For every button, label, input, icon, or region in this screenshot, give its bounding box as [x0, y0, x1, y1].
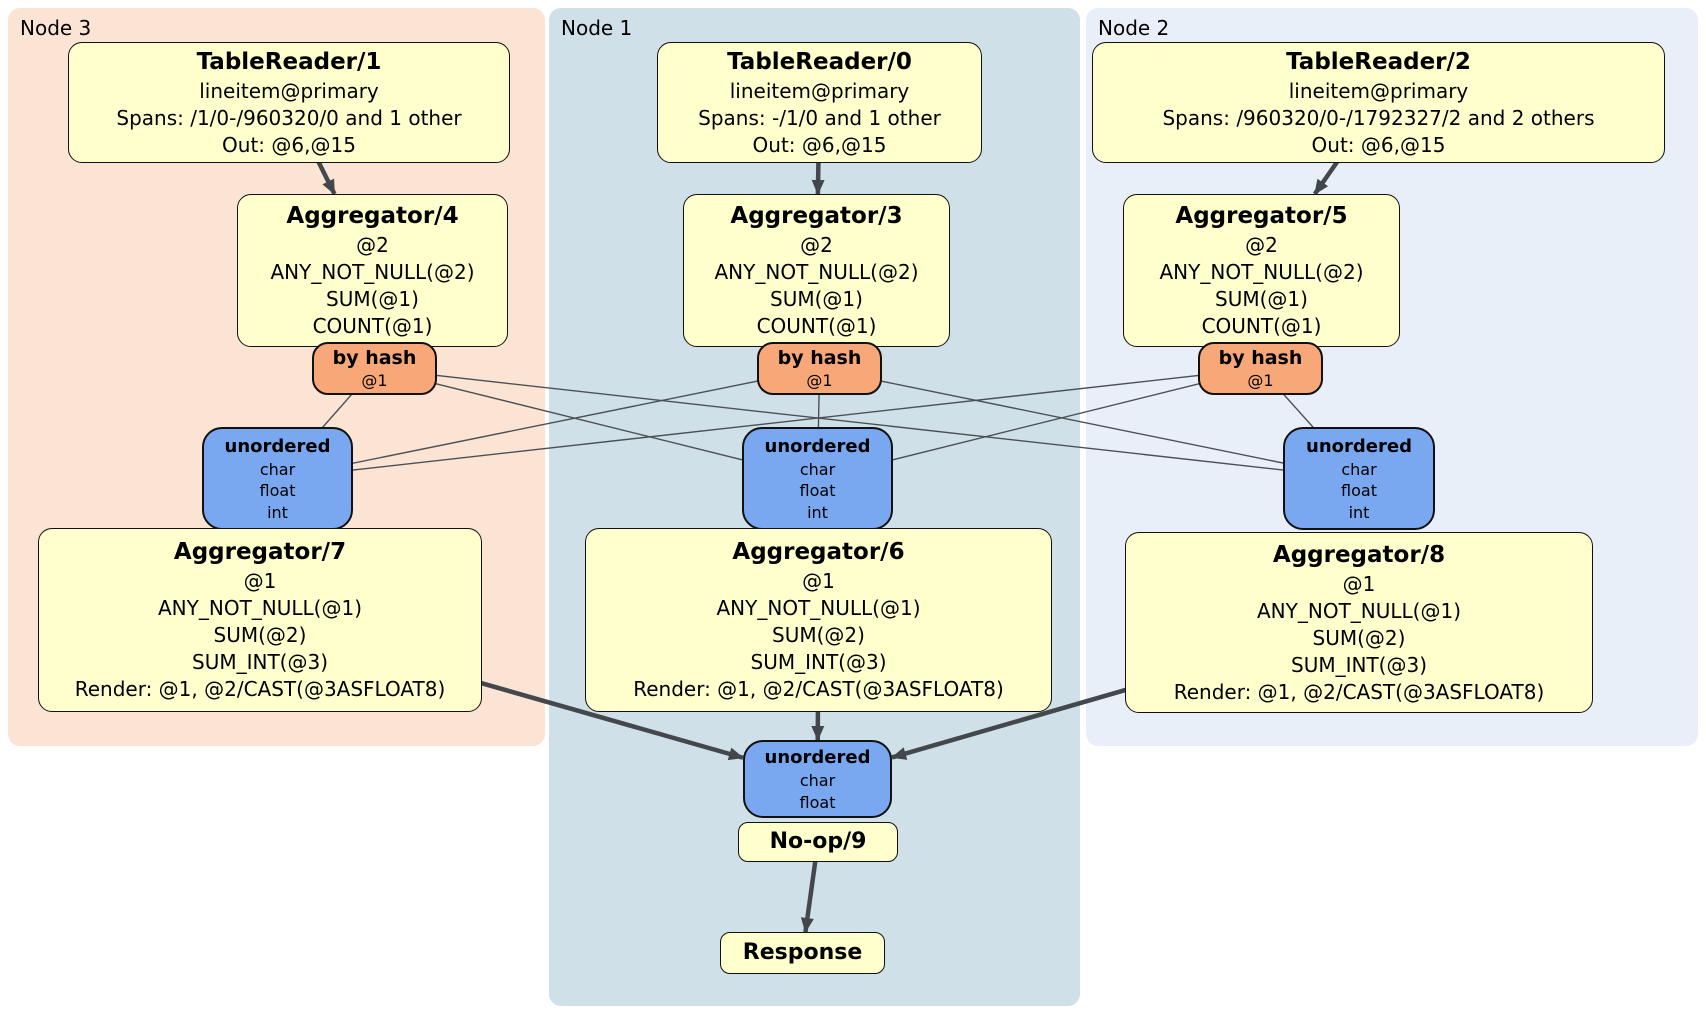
box-title: by hash	[777, 347, 862, 369]
box-line: COUNT(@1)	[1201, 314, 1322, 338]
box-line: float	[1341, 481, 1377, 501]
box-line: float	[799, 792, 836, 812]
hash-router-box: by hash @1	[757, 342, 882, 395]
box-title: by hash	[332, 347, 417, 369]
box-line: COUNT(@1)	[756, 314, 877, 338]
box-line: Render: @1, @2/CAST(@3ASFLOAT8)	[74, 677, 446, 701]
box-title: unordered	[764, 435, 871, 457]
box-line: ANY_NOT_NULL(@2)	[270, 260, 475, 284]
box-line: char	[799, 771, 836, 790]
box-line: @1	[1342, 571, 1376, 596]
box-line: char	[259, 459, 296, 479]
box-title: TableReader/0	[727, 48, 912, 75]
tablereader-1-box: TableReader/1 lineitem@primary Spans: /1…	[68, 42, 510, 163]
node1-label: Node 1	[561, 16, 633, 40]
box-line: lineitem@primary	[729, 78, 910, 103]
box-title: unordered	[1306, 435, 1412, 457]
box-line: SUM_INT(@3)	[1291, 652, 1427, 677]
box-line: @2	[800, 233, 833, 257]
box-line: lineitem@primary	[1288, 78, 1469, 103]
aggregator-6-box: Aggregator/6 @1 ANY_NOT_NULL(@1) SUM(@2)…	[585, 528, 1052, 712]
box-title: No-op/9	[769, 829, 867, 854]
box-title: Aggregator/4	[286, 203, 459, 229]
box-title: by hash	[1218, 347, 1303, 369]
aggregator-7-box: Aggregator/7 @1 ANY_NOT_NULL(@1) SUM(@2)…	[38, 528, 482, 712]
box-line: ANY_NOT_NULL(@1)	[158, 596, 362, 620]
box-line: SUM(@1)	[770, 287, 863, 311]
box-title: Aggregator/6	[732, 539, 905, 565]
box-line: @1	[806, 371, 833, 390]
box-line: Spans: -/1/0 and 1 other	[698, 105, 941, 130]
unordered-sync-box: unordered char float	[743, 740, 892, 818]
box-line: COUNT(@1)	[312, 314, 433, 338]
box-line: ANY_NOT_NULL(@2)	[1159, 260, 1364, 284]
box-title: Aggregator/3	[730, 203, 903, 229]
box-title: unordered	[224, 435, 331, 457]
box-line: Out: @6,@15	[1311, 132, 1446, 157]
unordered-sync-box: unordered char float int	[202, 427, 353, 530]
box-line: @1	[243, 569, 277, 593]
box-line: SUM(@2)	[772, 623, 865, 647]
response-box: Response	[720, 932, 885, 974]
unordered-sync-box: unordered char float int	[742, 427, 893, 530]
box-line: @1	[802, 569, 835, 593]
box-line: Render: @1, @2/CAST(@3ASFLOAT8)	[1173, 679, 1545, 704]
box-line: Out: @6,@15	[752, 132, 887, 157]
box-line: @1	[1247, 371, 1274, 390]
box-line: float	[259, 481, 296, 501]
box-title: TableReader/1	[196, 48, 382, 75]
box-line: char	[799, 459, 836, 479]
box-line: Spans: /960320/0-/1792327/2 and 2 others	[1162, 105, 1595, 130]
box-line: SUM_INT(@3)	[192, 650, 328, 674]
box-title: Aggregator/8	[1272, 541, 1446, 568]
box-line: ANY_NOT_NULL(@2)	[714, 260, 919, 284]
box-line: @1	[361, 371, 388, 390]
box-line: SUM_INT(@3)	[750, 650, 887, 674]
box-line: char	[1341, 459, 1377, 479]
box-title: Response	[742, 940, 863, 965]
node2-label: Node 2	[1098, 16, 1170, 40]
box-line: SUM(@1)	[1215, 287, 1308, 311]
box-line: @2	[356, 233, 389, 257]
box-line: lineitem@primary	[199, 78, 379, 103]
box-line: Render: @1, @2/CAST(@3ASFLOAT8)	[633, 677, 1004, 701]
tablereader-0-box: TableReader/0 lineitem@primary Spans: -/…	[657, 42, 982, 163]
tablereader-2-box: TableReader/2 lineitem@primary Spans: /9…	[1092, 42, 1665, 163]
noop-9-box: No-op/9	[738, 822, 898, 862]
box-line: SUM(@2)	[213, 623, 307, 647]
box-line: int	[267, 502, 288, 522]
hash-router-box: by hash @1	[312, 342, 437, 395]
box-line: Spans: /1/0-/960320/0 and 1 other	[116, 105, 462, 130]
box-title: unordered	[764, 747, 871, 768]
box-line: SUM(@1)	[326, 287, 419, 311]
aggregator-8-box: Aggregator/8 @1 ANY_NOT_NULL(@1) SUM(@2)…	[1125, 532, 1593, 713]
hash-router-box: by hash @1	[1198, 342, 1323, 395]
box-line: ANY_NOT_NULL(@1)	[716, 596, 921, 620]
box-line: @2	[1245, 233, 1278, 257]
box-line: SUM(@2)	[1312, 625, 1406, 650]
box-line: int	[807, 502, 828, 522]
box-title: TableReader/2	[1286, 48, 1471, 75]
aggregator-5-box: Aggregator/5 @2 ANY_NOT_NULL(@2) SUM(@1)…	[1123, 194, 1400, 347]
box-line: ANY_NOT_NULL(@1)	[1257, 598, 1461, 623]
box-title: Aggregator/7	[173, 539, 347, 565]
aggregator-3-box: Aggregator/3 @2 ANY_NOT_NULL(@2) SUM(@1)…	[683, 194, 950, 347]
unordered-sync-box: unordered char float int	[1283, 427, 1435, 530]
box-line: int	[1348, 502, 1370, 522]
box-line: Out: @6,@15	[222, 132, 356, 157]
node3-label: Node 3	[20, 16, 92, 40]
box-line: float	[799, 481, 836, 501]
aggregator-4-box: Aggregator/4 @2 ANY_NOT_NULL(@2) SUM(@1)…	[237, 194, 508, 347]
box-title: Aggregator/5	[1175, 203, 1348, 229]
